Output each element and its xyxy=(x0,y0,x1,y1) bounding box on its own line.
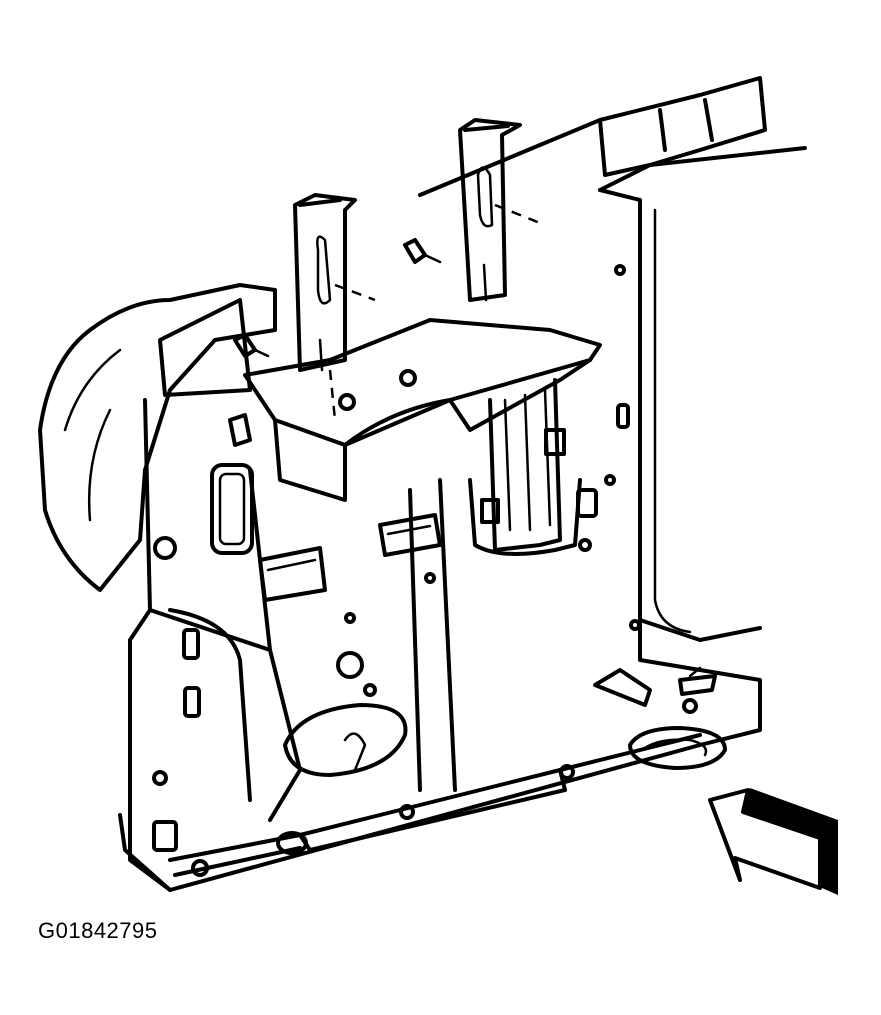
mounting-bracket xyxy=(243,118,602,502)
panel-holes xyxy=(152,264,727,877)
view-direction-arrow-icon xyxy=(708,788,838,895)
lower-corner-bracket xyxy=(593,666,717,707)
upper-tie-bar xyxy=(418,76,807,642)
support-panel xyxy=(118,228,762,892)
bracket-studs xyxy=(228,238,442,447)
latch-assembly xyxy=(468,378,582,556)
headlamp-housing xyxy=(38,283,277,592)
figure-id-label: G01842795 xyxy=(38,918,158,943)
